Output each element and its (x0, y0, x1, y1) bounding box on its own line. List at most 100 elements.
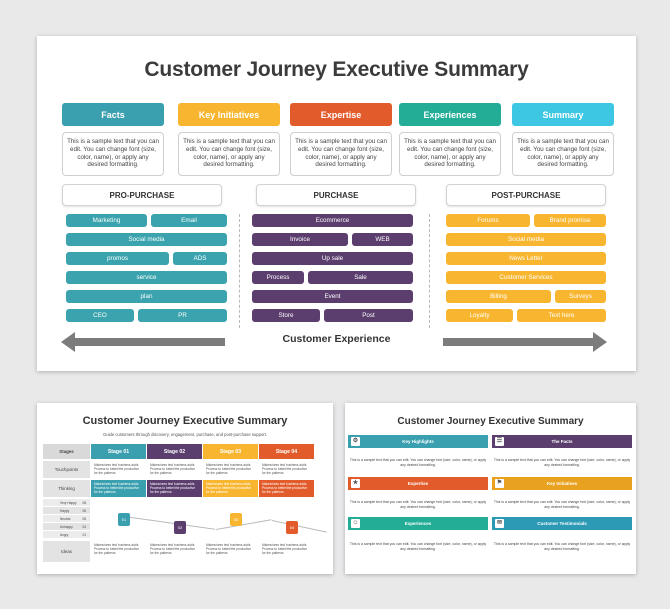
pill-promos: promos (66, 252, 169, 265)
pill-up-sale: Up sale (252, 252, 413, 265)
pill-ecommerce: Ecommerce (252, 214, 413, 227)
mood-marker-4: 04 (286, 521, 298, 534)
cell-think-1: Makes/sees test business adds. Process t… (91, 480, 146, 497)
pill-event: Event (252, 290, 413, 303)
thumb1-subtitle: Guide customers through discovery, engag… (102, 432, 268, 437)
cell-idea-2: Makes/sees test business adds. Process t… (150, 543, 196, 555)
cell-think-3: Makes/sees test business adds. Process t… (203, 480, 258, 497)
star-icon: ★ (351, 479, 360, 488)
gear-icon: ⚙ (351, 437, 360, 446)
pill-customer-services: Customer Services (446, 271, 606, 284)
cell-idea-3: Makes/sees test business adds. Process t… (206, 543, 252, 555)
stage-03: Stage 03 (203, 444, 258, 459)
pill-marketing: Marketing (66, 214, 147, 227)
cell-touch-2: Makes/sees test business adds. Process t… (150, 463, 196, 475)
pill-process: Process (252, 271, 304, 284)
stage-01: Stage 01 (91, 444, 146, 459)
pill-plan: plan (66, 290, 227, 303)
pill-web: WEB (352, 233, 413, 246)
mood-line (123, 516, 216, 530)
pill-post: Post (324, 309, 413, 322)
phase-post-purchase: POST-PURCHASE (446, 184, 606, 206)
pill-pr: PR (138, 309, 227, 322)
cell-touch-3: Makes/sees test business adds. Process t… (206, 463, 252, 475)
cell-touch-1: Makes/sees test business adds. Process t… (94, 463, 140, 475)
mood-line (216, 519, 272, 530)
pill-forums: Forums (446, 214, 530, 227)
header-summary: Summary (512, 103, 614, 126)
slide-thumbnail-stages[interactable]: Customer Journey Executive Summary Guide… (37, 403, 333, 574)
card-customer-testimonials: ✉Customer Testimonials (492, 517, 632, 530)
customer-experience-label: Customer Experience (282, 333, 391, 345)
pill-social-media: Social media (66, 233, 227, 246)
pill-billing: Billing (446, 290, 551, 303)
list-icon: ☰ (495, 437, 504, 446)
card-expertise: ★Expertise (348, 477, 488, 490)
phase-purchase: PURCHASE (256, 184, 416, 206)
mood-marker-1: 01 (118, 513, 130, 526)
header-experiences: Experiences (399, 103, 501, 126)
summary-text-box: This is a sample text that you can edit.… (512, 132, 614, 176)
pill-ceo: CEO (66, 309, 134, 322)
card-key-initiatives: ⚑Key Initiatives (492, 477, 632, 490)
mood-marker-3: 03 (230, 513, 242, 526)
pill-store: Store (252, 309, 320, 322)
header-expertise: Expertise (290, 103, 392, 126)
mood-line (271, 520, 327, 533)
key-initiatives-text-box: This is a sample text that you can edit.… (178, 132, 280, 176)
header-facts: Facts (62, 103, 164, 126)
card-experiences-text: This is a sample text that you can edit.… (349, 542, 487, 551)
pill-sale: Sale (308, 271, 413, 284)
card-key-highlights: ⚙Key Highlights (348, 435, 488, 448)
right-arrow-icon (443, 332, 607, 352)
flag-icon: ⚑ (495, 479, 504, 488)
pill-service: service (66, 271, 227, 284)
cell-touch-4: Makes/sees test business adds. Process t… (262, 463, 308, 475)
header-key-initiatives: Key Initiatives (178, 103, 280, 126)
card-key-highlights-text: This is a sample text that you can edit.… (349, 458, 487, 467)
card-key-initiatives-text: This is a sample text that you can edit.… (493, 500, 631, 509)
smile-icon: ☺ (351, 519, 360, 528)
pill-ads: ADS (173, 252, 227, 265)
slide-thumbnail-cards[interactable]: Customer Journey Executive Summary ⚙Key … (345, 403, 636, 574)
divider-left (239, 214, 240, 328)
card-experiences: ☺Experiences (348, 517, 488, 530)
stages-label: Stages (43, 444, 90, 459)
card-expertise-text: This is a sample text that you can edit.… (349, 500, 487, 509)
slide-title: Customer Journey Executive Summary (144, 58, 529, 81)
card-the-facts: ☰The Facts (492, 435, 632, 448)
row-touchpoints: Touchpoints (43, 461, 90, 478)
cell-idea-1: Makes/sees test business adds. Process t… (94, 543, 140, 555)
main-slide-preview[interactable]: Customer Journey Executive Summary Facts… (37, 36, 636, 371)
card-the-facts-text: This is a sample text that you can edit.… (493, 458, 631, 467)
mood-marker-2: 02 (174, 521, 186, 534)
divider-right (429, 214, 430, 328)
pill-brand-promise: Brand promise (534, 214, 606, 227)
cell-think-4: Makes/sees test business adds. Process t… (259, 480, 314, 497)
pill-surveys: Surveys (555, 290, 606, 303)
pill-loyalty: Loyalty (446, 309, 513, 322)
thumb1-title: Customer Journey Executive Summary (82, 415, 288, 427)
stage-02: Stage 02 (147, 444, 202, 459)
thumb2-title: Customer Journey Executive Summary (397, 416, 584, 427)
stage-04: Stage 04 (259, 444, 314, 459)
pill-post-social-media: Social media (446, 233, 606, 246)
pill-news-letter: News Letter (446, 252, 606, 265)
card-customer-testimonials-text: This is a sample text that you can edit.… (493, 542, 631, 551)
pill-email: Email (151, 214, 227, 227)
experiences-text-box: This is a sample text that you can edit.… (399, 132, 501, 176)
pill-invoice: Invoice (252, 233, 348, 246)
left-arrow-icon (61, 332, 225, 352)
facts-text-box: This is a sample text that you can edit.… (62, 132, 164, 176)
pill-text-here: Text here (517, 309, 606, 322)
phase-pre-purchase: PRO-PURCHASE (62, 184, 222, 206)
expertise-text-box: This is a sample text that you can edit.… (290, 132, 392, 176)
mail-icon: ✉ (495, 519, 504, 528)
cell-think-2: Makes/sees test business adds. Process t… (147, 480, 202, 497)
row-ideas: Ideas (43, 541, 90, 562)
